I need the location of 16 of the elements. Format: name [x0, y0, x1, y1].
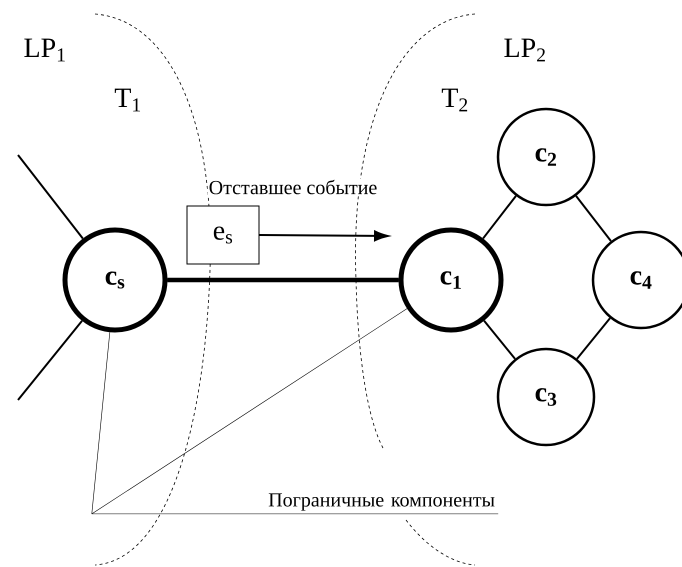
region-label: T$_{2}$	[442, 88, 468, 112]
connector-line	[575, 195, 612, 242]
connector-line	[482, 195, 517, 240]
connector-line	[17, 320, 83, 401]
connector-line	[17, 154, 84, 240]
connector-line	[576, 318, 611, 360]
connector-line	[483, 320, 516, 360]
region-label: LP$_{1}$	[24, 38, 65, 62]
callout-text: Пограничные компоненты	[92, 493, 498, 514]
event-box: e$_{s}$	[186, 206, 260, 264]
callout-text: Отставшее событие	[208, 178, 378, 196]
leader-line	[92, 308, 408, 514]
leader-line	[92, 332, 110, 514]
connector-line	[168, 278, 398, 282]
region-label: T$_{1}$	[114, 88, 140, 112]
region-label: LP$_{2}$	[504, 38, 545, 62]
